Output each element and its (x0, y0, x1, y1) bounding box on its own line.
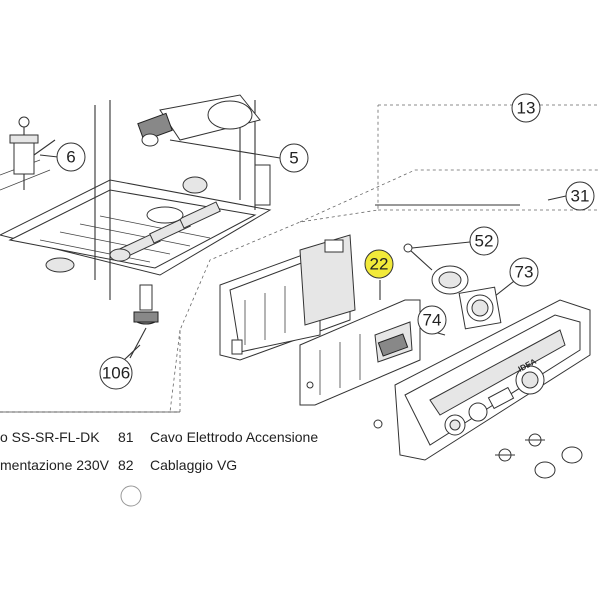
legend-item-3-num: 82 (118, 457, 134, 473)
control-board (299, 299, 421, 406)
callout-52: 52 (469, 226, 499, 256)
callout-106: 106 (99, 356, 133, 390)
callout-5: 5 (279, 143, 309, 173)
callout-73: 73 (509, 257, 539, 287)
callout-22: 22 (364, 249, 394, 279)
legend-item-0-text: o SS-SR-FL-DK (0, 429, 100, 445)
legend-item-1-num: 81 (118, 429, 134, 445)
callout-13-label: 13 (517, 99, 536, 118)
pressure-gauge (403, 243, 469, 295)
callout-6: 6 (56, 142, 86, 172)
callout-31-label: 31 (571, 187, 590, 206)
legend-item-3-text: Cablaggio VG (150, 457, 237, 473)
callout-74-label: 74 (423, 311, 442, 330)
callout-5-label: 5 (289, 149, 298, 168)
boiler-frame-assembly (0, 94, 272, 300)
callout-52-label: 52 (475, 232, 494, 251)
callout-6-label: 6 (66, 148, 75, 167)
drain-connector (129, 284, 159, 359)
legend-item-2-text: mentazione 230V (0, 457, 110, 473)
legend-cutoff-marker (120, 485, 142, 507)
callout-22-label: 22 (370, 255, 389, 274)
legend: o SS-SR-FL-DK 81 Cavo Elettrodo Accensio… (0, 429, 318, 507)
control-knobs (373, 419, 583, 479)
callout-74: 74 (417, 305, 447, 335)
callout-106-label: 106 (102, 364, 130, 383)
callout-31: 31 (565, 181, 595, 211)
callout-73-label: 73 (515, 263, 534, 282)
front-control-panel: IDEA (394, 299, 591, 461)
legend-item-1-text: Cavo Elettrodo Accensione (150, 429, 318, 445)
pipe-fitting (137, 112, 173, 147)
leader-lines (39, 139, 567, 361)
gauge-bezel (458, 286, 502, 330)
callout-13: 13 (511, 93, 541, 123)
electronic-housing (219, 234, 356, 361)
valve-assembly (9, 116, 56, 190)
